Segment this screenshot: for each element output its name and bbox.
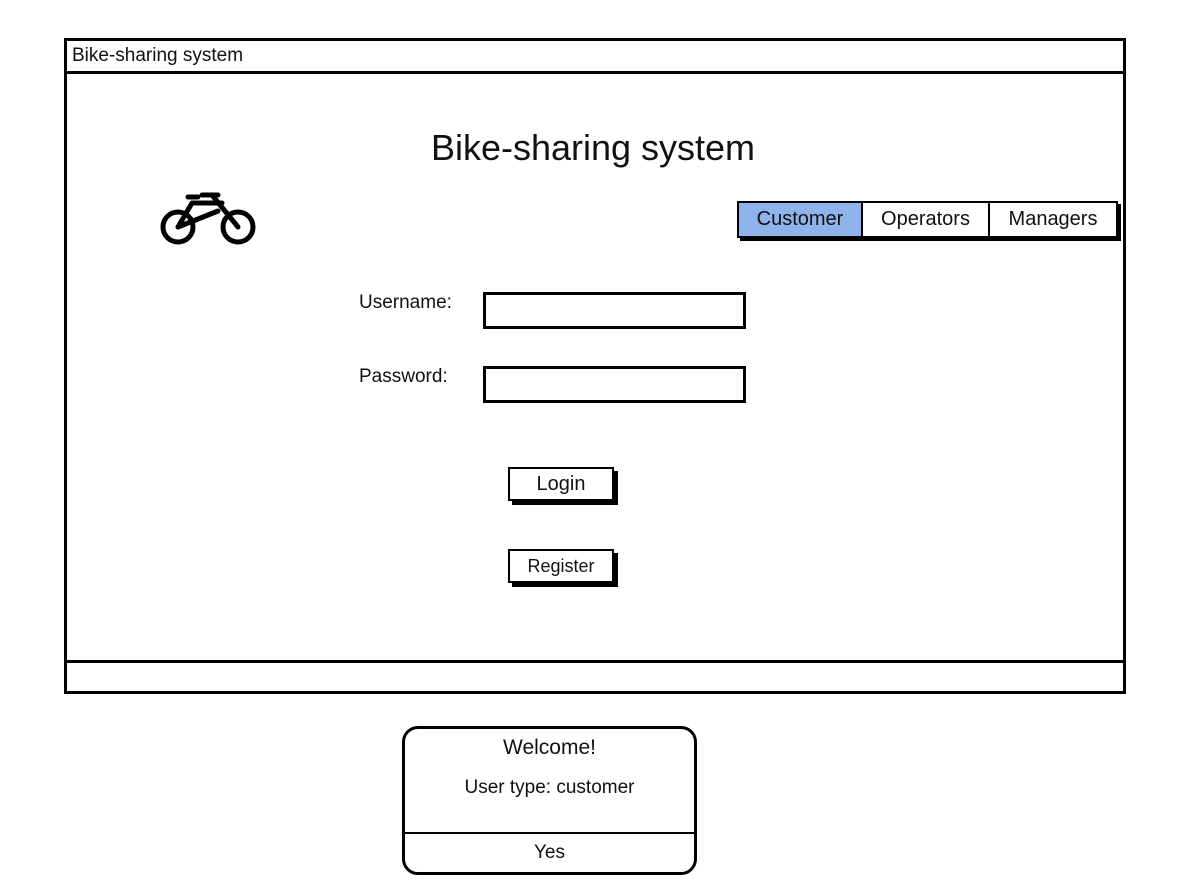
tab-operators[interactable]: Operators xyxy=(863,201,990,238)
dialog-title: Welcome! xyxy=(503,736,596,759)
user-type-tabs: Customer Operators Managers xyxy=(737,201,1118,238)
tab-customer[interactable]: Customer xyxy=(737,201,863,238)
password-field[interactable] xyxy=(483,366,746,403)
page-title: Bike-sharing system xyxy=(430,127,756,168)
dialog-yes-button[interactable]: Yes xyxy=(405,832,694,872)
bicycle-icon xyxy=(160,192,256,245)
username-field[interactable] xyxy=(483,292,746,329)
login-button[interactable]: Login xyxy=(508,467,614,501)
username-label: Username: xyxy=(359,292,452,313)
register-button[interactable]: Register xyxy=(508,549,614,583)
password-label: Password: xyxy=(359,366,448,387)
window-titlebar: Bike-sharing system xyxy=(67,41,1123,74)
welcome-dialog: Welcome! User type: customer Yes xyxy=(402,726,697,875)
status-bar xyxy=(67,660,1123,691)
app-window: Bike-sharing system Bike-sharing system … xyxy=(64,38,1126,694)
tab-managers[interactable]: Managers xyxy=(990,201,1118,238)
dialog-message: User type: customer xyxy=(464,777,635,798)
